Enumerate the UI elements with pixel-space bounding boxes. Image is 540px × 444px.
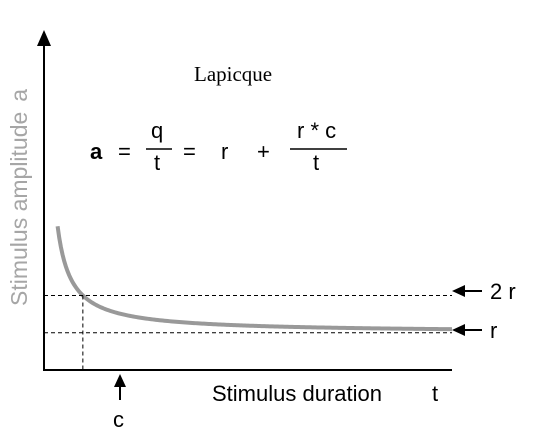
x-axis-label: Stimulus duration — [212, 381, 382, 406]
formula-frac1-den: t — [154, 150, 160, 175]
chart-title: Lapicque — [194, 62, 272, 86]
formula-r: r — [221, 139, 228, 164]
formula-plus: + — [257, 139, 270, 164]
formula: a = q t = r + r * c t — [90, 118, 347, 175]
c-arrow-icon — [114, 374, 126, 387]
y-axis-arrow — [37, 30, 51, 46]
r-label: r — [490, 318, 497, 343]
two-r-label: 2 r — [490, 279, 516, 304]
formula-lhs: a — [90, 139, 103, 164]
two-r-arrow-icon — [452, 285, 465, 297]
r-arrow-icon — [452, 324, 465, 336]
y-axis-label: Stimulus amplitudea — [6, 89, 32, 306]
x-axis-variable: t — [432, 381, 438, 406]
formula-frac2-num: r * c — [297, 118, 336, 143]
c-label: c — [113, 407, 124, 432]
formula-eq1: = — [118, 139, 131, 164]
strength-duration-curve — [55, 225, 453, 332]
formula-eq2: = — [183, 139, 196, 164]
formula-frac1-num: q — [151, 118, 163, 143]
formula-frac2-den: t — [313, 150, 319, 175]
